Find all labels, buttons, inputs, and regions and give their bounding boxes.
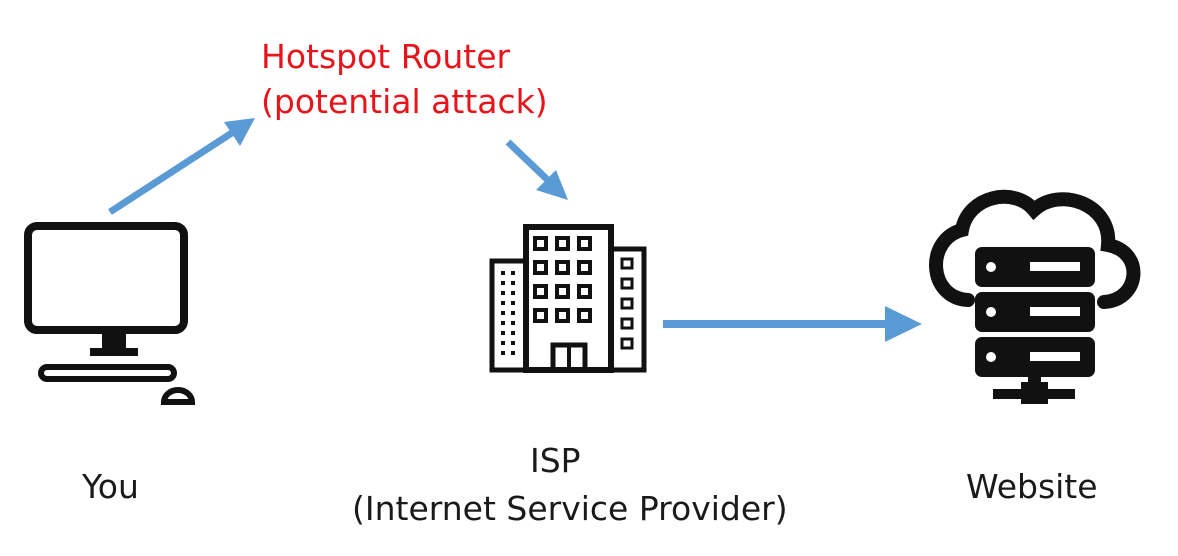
you-label: You [82, 467, 139, 506]
cloud-server-icon [929, 189, 1141, 404]
office-building-icon [489, 224, 647, 373]
website-label: Website [966, 467, 1098, 506]
arrow-router-to-isp [505, 139, 568, 200]
arrow-you-to-router [108, 118, 255, 215]
router-label-title: Hotspot Router [261, 37, 511, 76]
isp-full-name-label: (Internet Service Provider) [352, 489, 788, 528]
isp-label: ISP [530, 441, 581, 480]
desktop-computer-icon [24, 222, 196, 405]
router-label-subtitle: (potential attack) [261, 82, 548, 121]
arrow-isp-to-website [663, 306, 922, 342]
